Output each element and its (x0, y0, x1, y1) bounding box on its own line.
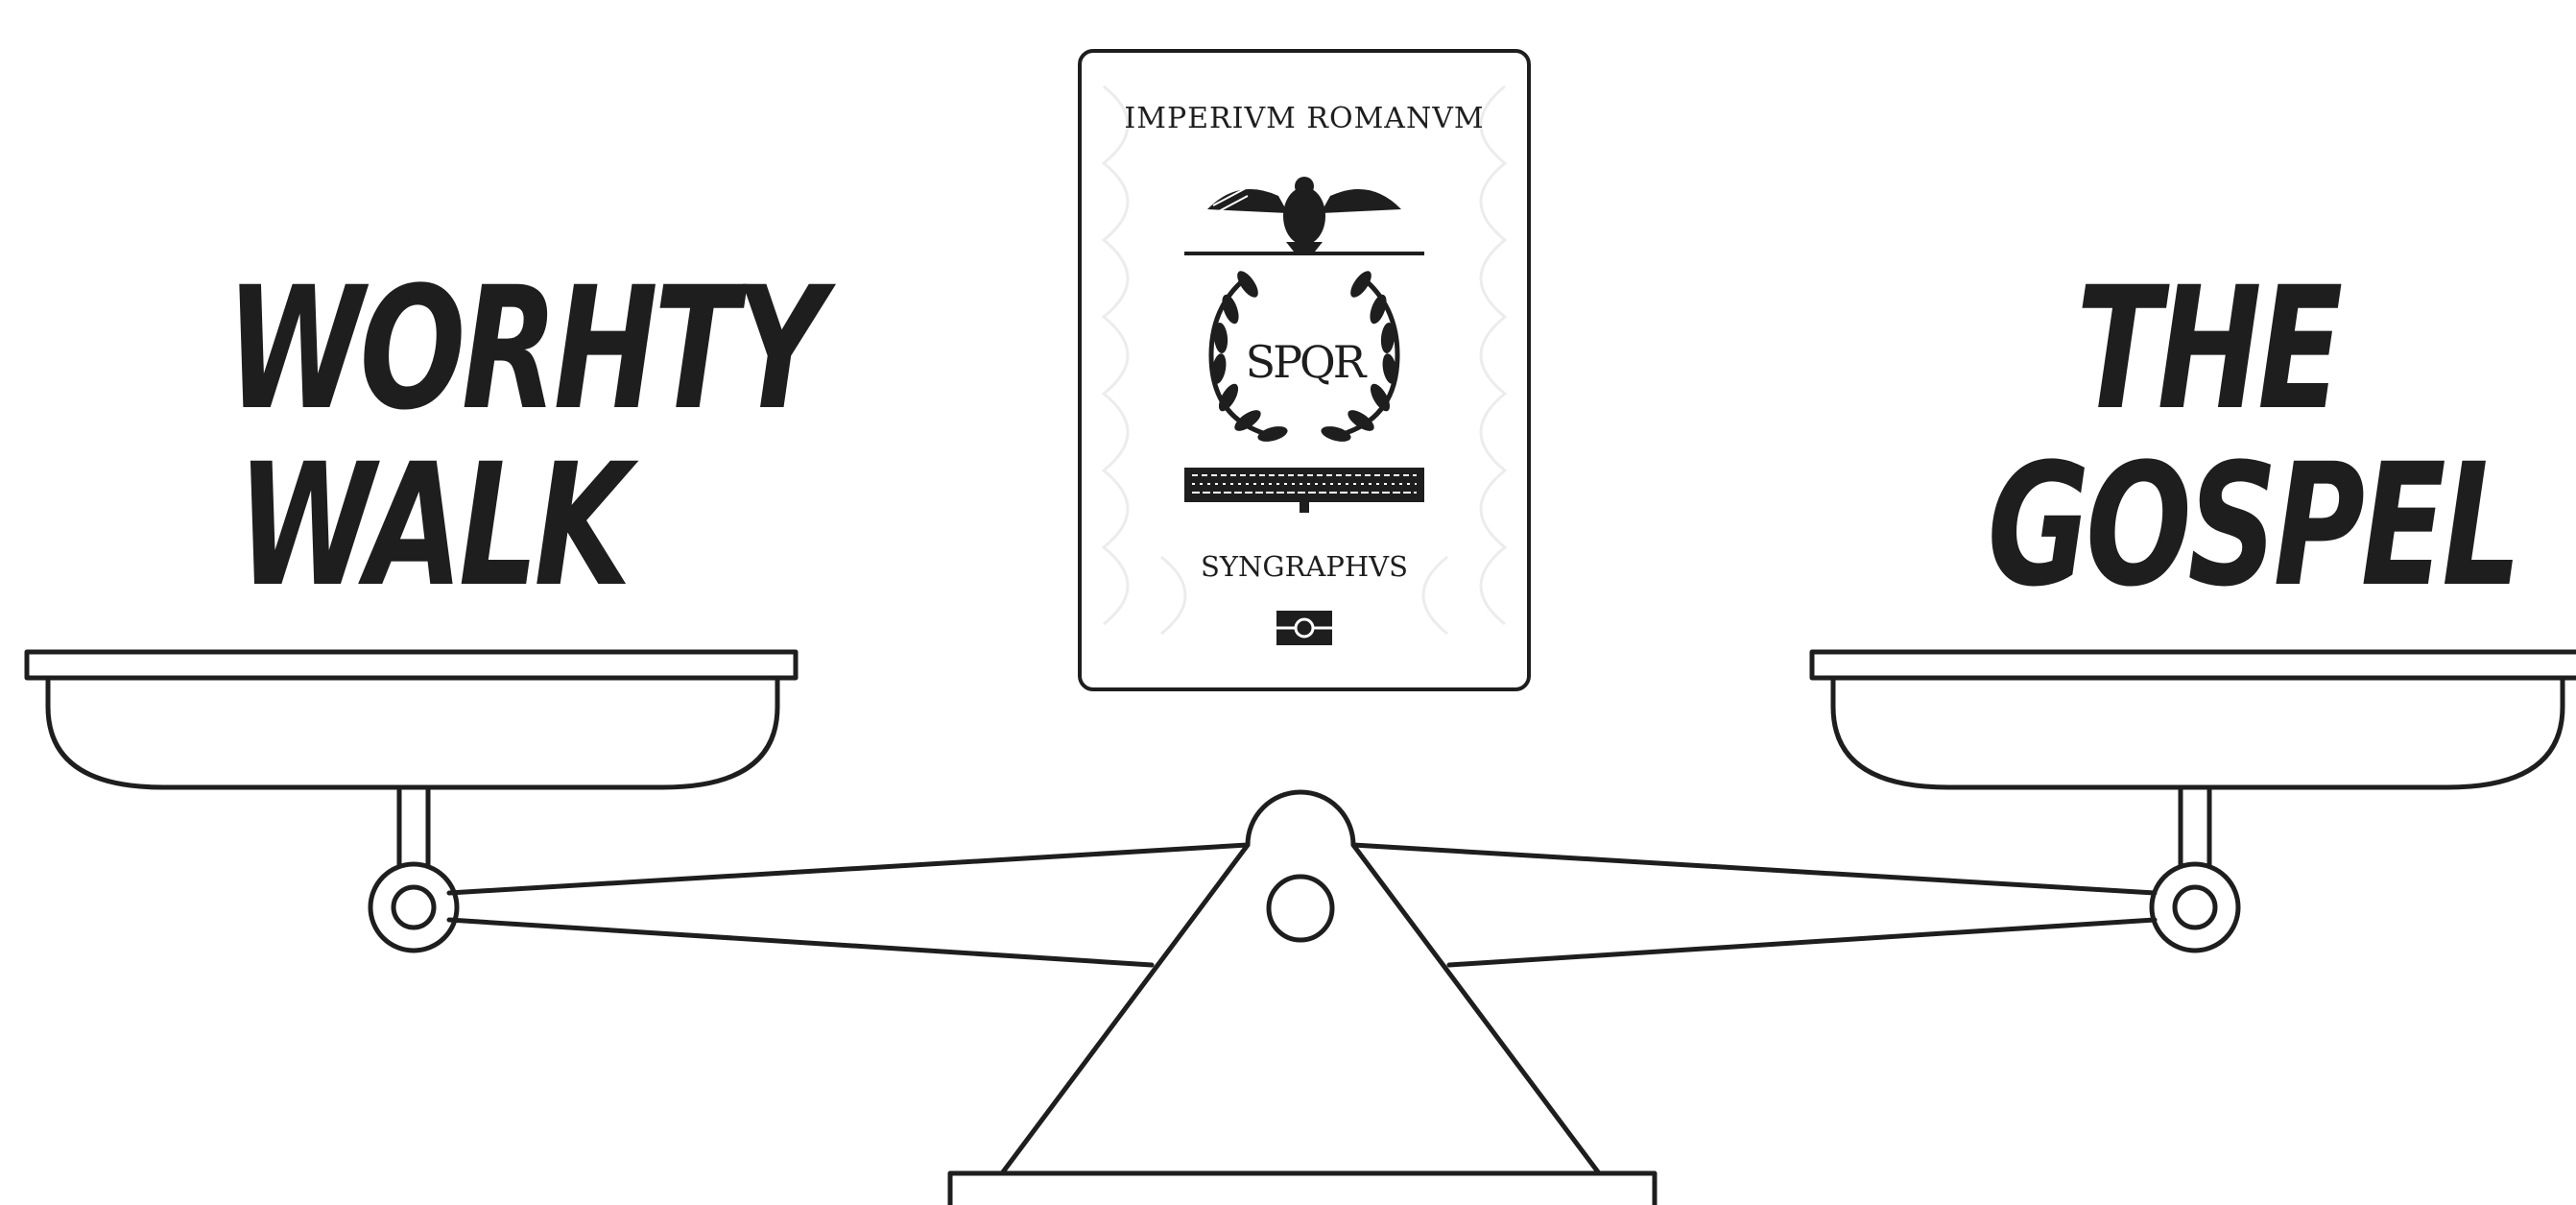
left-heading-line-2: WALK (226, 438, 637, 615)
roman-passport: IMPERIVM ROMANVM (1080, 51, 1529, 689)
left-pan (27, 652, 796, 951)
chip-icon (1276, 611, 1332, 645)
passport-footer: SYNGRAPHVS (1201, 550, 1408, 583)
scale-stand (950, 792, 1655, 1205)
right-heading-line-1: THE (1988, 261, 2428, 438)
passport-emblem: SPQR (1246, 336, 1368, 388)
scale-base (950, 1173, 1655, 1205)
scale-beam (449, 845, 2155, 965)
left-pan-heading: WORHTY WALK (226, 261, 637, 615)
right-pan-heading: THE GOSPEL (1988, 261, 2428, 615)
right-heading-line-2: GOSPEL (1988, 438, 2428, 615)
passport-header: IMPERIVM ROMANVM (1124, 102, 1484, 135)
right-pan (1812, 652, 2576, 951)
left-heading-line-1: WORHTY (226, 261, 637, 438)
fulcrum-pivot (1269, 877, 1332, 940)
